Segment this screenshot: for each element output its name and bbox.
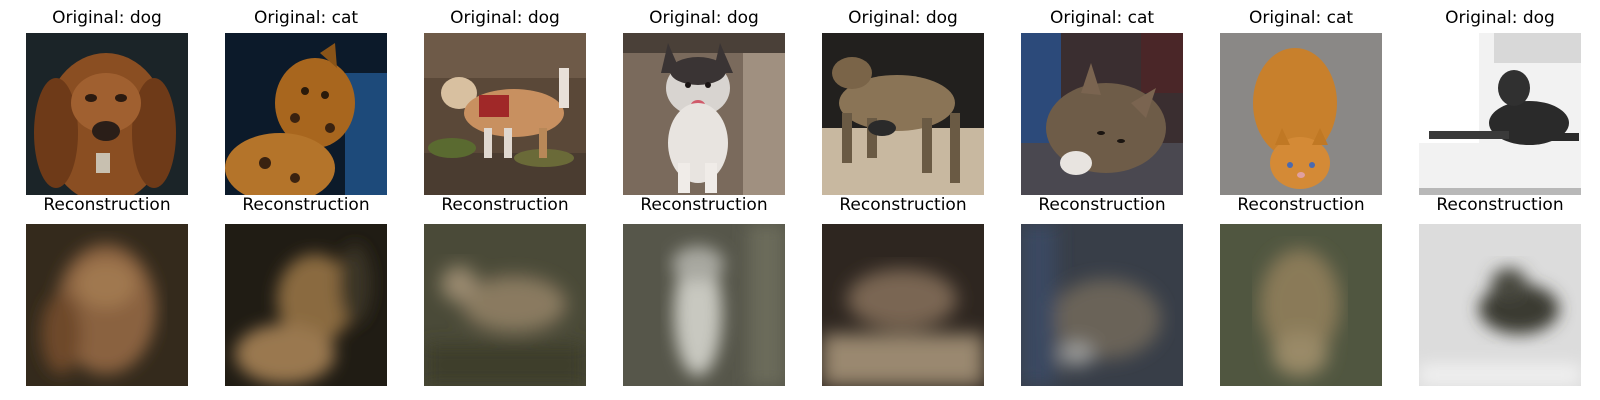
panel-title: Original: dog <box>52 8 162 28</box>
panel-title: Original: dog <box>649 8 759 28</box>
original-image-dog <box>822 33 984 195</box>
panel-title: Original: cat <box>253 8 359 28</box>
original-image-cat <box>225 33 387 195</box>
panel-title: Reconstruction <box>640 195 768 215</box>
original-image-dog <box>623 33 785 195</box>
panel-title: Original: cat <box>1049 8 1155 28</box>
original-image-dog <box>424 33 586 195</box>
reconstruction-image <box>1220 224 1382 386</box>
panel-title: Reconstruction <box>43 195 171 215</box>
panel-title: Original: cat <box>1248 8 1354 28</box>
panel-title: Reconstruction <box>1038 195 1166 215</box>
reconstruction-image <box>1419 224 1581 386</box>
panel-title: Original: dog <box>848 8 958 28</box>
panel-title: Reconstruction <box>1237 195 1365 215</box>
panel-title: Original: dog <box>450 8 560 28</box>
panel-title: Reconstruction <box>839 195 967 215</box>
panel-title: Reconstruction <box>1436 195 1564 215</box>
reconstruction-image <box>1021 224 1183 386</box>
reconstruction-image <box>225 224 387 386</box>
panel-title: Reconstruction <box>242 195 370 215</box>
reconstruction-image <box>424 224 586 386</box>
reconstruction-image <box>623 224 785 386</box>
reconstruction-image <box>26 224 188 386</box>
original-image-cat <box>1021 33 1183 195</box>
panel-title: Reconstruction <box>441 195 569 215</box>
reconstruction-image <box>822 224 984 386</box>
original-image-dog <box>26 33 188 195</box>
original-image-cat <box>1220 33 1382 195</box>
original-image-dog <box>1419 33 1581 195</box>
panel-title: Original: dog <box>1445 8 1555 28</box>
